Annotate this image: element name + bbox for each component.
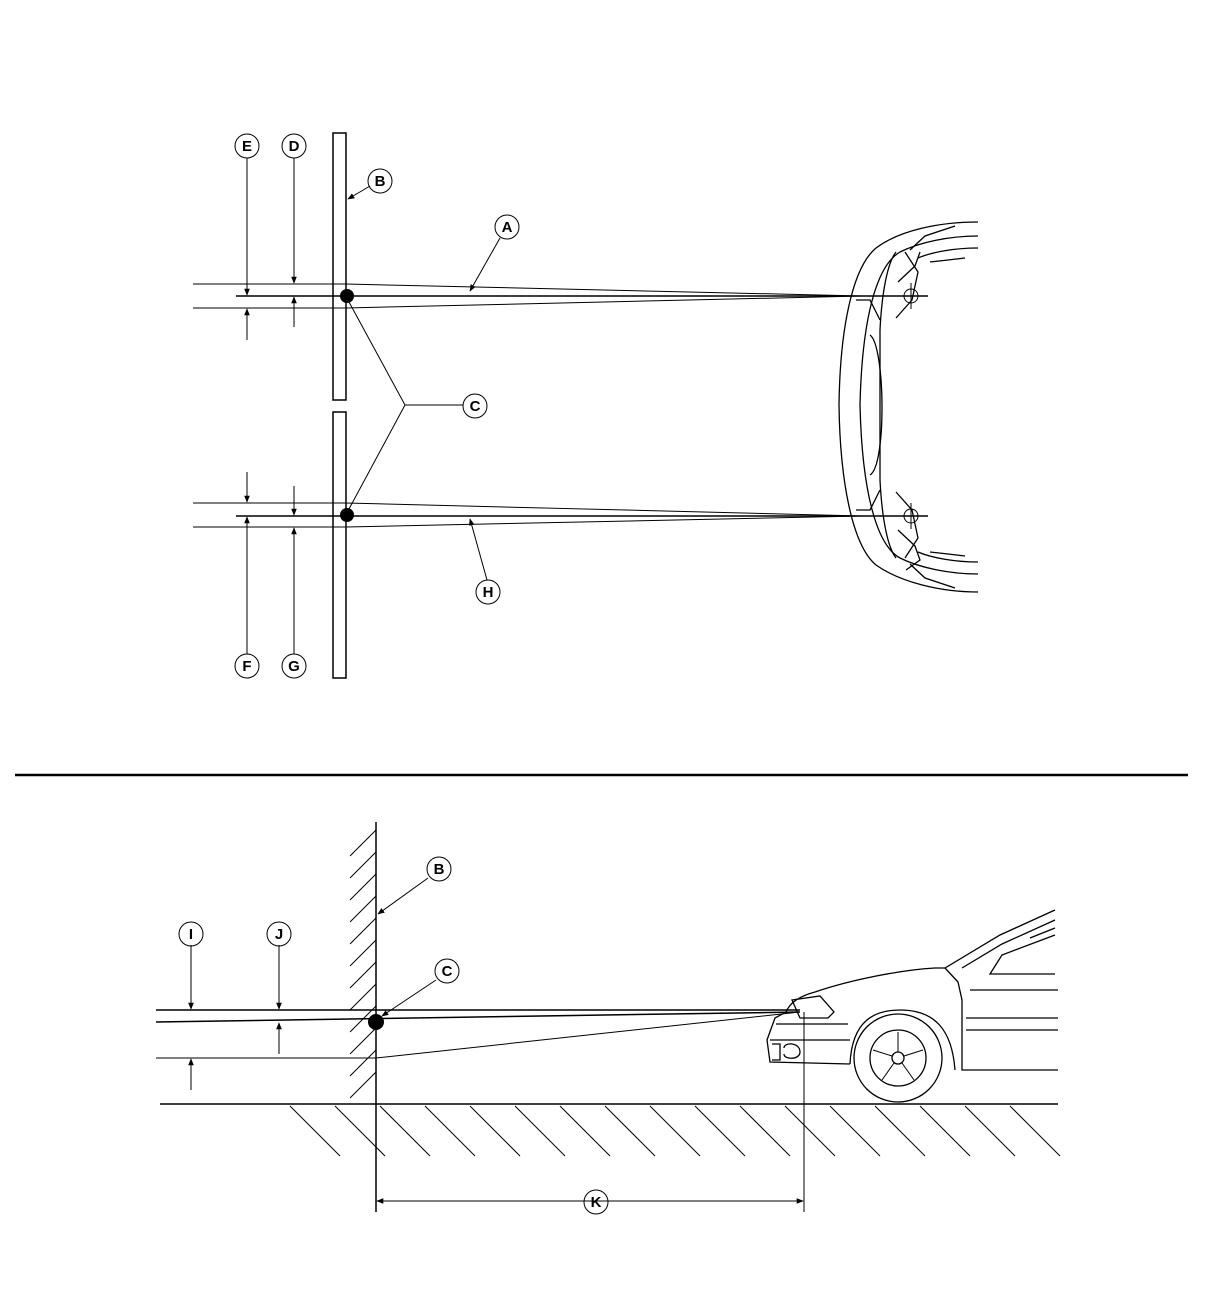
lower-beam-bottom <box>345 515 863 528</box>
label-i: I <box>189 926 193 943</box>
car-wheel <box>853 1013 943 1103</box>
label-b-top: B <box>375 173 386 190</box>
callout-f: F <box>234 653 260 679</box>
callout-e: E <box>234 133 260 159</box>
side-beam-lower <box>375 1011 801 1059</box>
label-d: D <box>289 138 300 155</box>
label-g: G <box>288 658 300 675</box>
label-c-top: C <box>470 398 481 415</box>
label-e: E <box>242 138 252 155</box>
lower-beam-top <box>345 502 863 517</box>
h-leader <box>468 518 488 581</box>
callout-k: K <box>583 1189 609 1215</box>
screen-upper-panel <box>332 132 347 401</box>
car-side-view <box>766 909 1058 1103</box>
b-leader-side <box>377 877 429 915</box>
callout-c-side: C <box>434 958 460 984</box>
label-b-side: B <box>434 861 445 878</box>
screen-lower-panel <box>332 411 347 679</box>
c-leader-upper <box>348 301 406 406</box>
label-k: K <box>591 1194 602 1211</box>
side-view: I J B C K <box>155 822 1061 1215</box>
floor-hatching <box>289 1105 1061 1157</box>
lower-center-point <box>340 508 354 522</box>
car-rim <box>869 1029 927 1087</box>
callout-c-top: C <box>462 393 488 419</box>
top-view: E D B A C H F G <box>193 132 979 679</box>
label-h: H <box>483 584 494 601</box>
upper-beam-top <box>345 283 863 297</box>
label-a: A <box>502 219 513 236</box>
callout-i: I <box>178 921 204 947</box>
callout-d: D <box>281 133 307 159</box>
callout-a: A <box>494 214 520 240</box>
upper-center-point <box>340 289 354 303</box>
callout-b-side: B <box>426 856 452 882</box>
callout-g: G <box>281 653 307 679</box>
upper-beam-bottom <box>345 295 863 309</box>
side-ref-line-center <box>155 1011 801 1023</box>
label-c-side: C <box>442 963 453 980</box>
label-f: F <box>242 658 251 675</box>
c-leader-lower <box>348 404 406 510</box>
label-j: J <box>275 926 283 943</box>
callout-j: J <box>266 921 292 947</box>
a-leader <box>469 237 501 292</box>
side-center-point <box>368 1014 384 1030</box>
callout-b-top: B <box>367 168 393 194</box>
c-leader-side <box>381 979 437 1017</box>
callout-h: H <box>475 579 501 605</box>
car-front-top-view <box>838 221 979 593</box>
b-leader-top <box>347 185 371 200</box>
